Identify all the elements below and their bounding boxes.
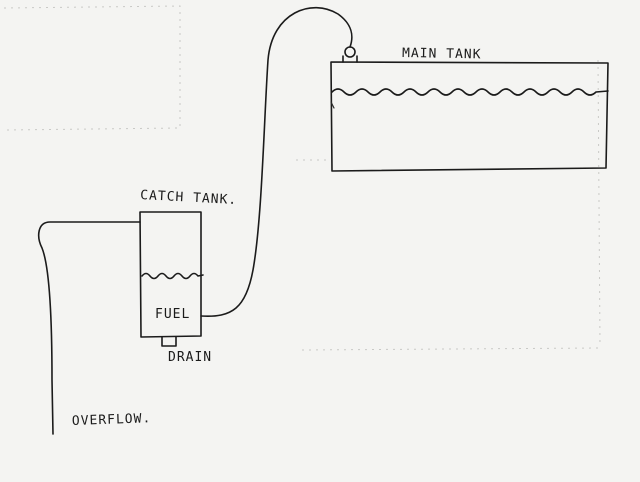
overflow-label: OVERFLOW. [72, 411, 152, 429]
fuel-label: FUEL [155, 307, 190, 322]
catch-tank-fuel-level [141, 272, 204, 280]
transfer-hose [200, 6, 353, 318]
overflow-line [37, 221, 141, 435]
main-tank [330, 46, 609, 172]
catch-tank [139, 211, 204, 347]
main-tank-fuel-level [331, 88, 609, 96]
main-tank-outline [330, 61, 609, 172]
main-tank-label: MAIN TANK [402, 46, 482, 62]
catch-tank-label: CATCH TANK. [140, 188, 238, 208]
catch-tank-outline [139, 211, 202, 338]
main-tank-fitting [344, 46, 356, 58]
main-tank-level-tick [330, 101, 335, 109]
drain-label: DRAIN [168, 350, 212, 365]
drain-valve [161, 336, 177, 347]
paper-ghost-marks [3, 5, 601, 351]
main-tank-fitting-base [342, 55, 358, 63]
